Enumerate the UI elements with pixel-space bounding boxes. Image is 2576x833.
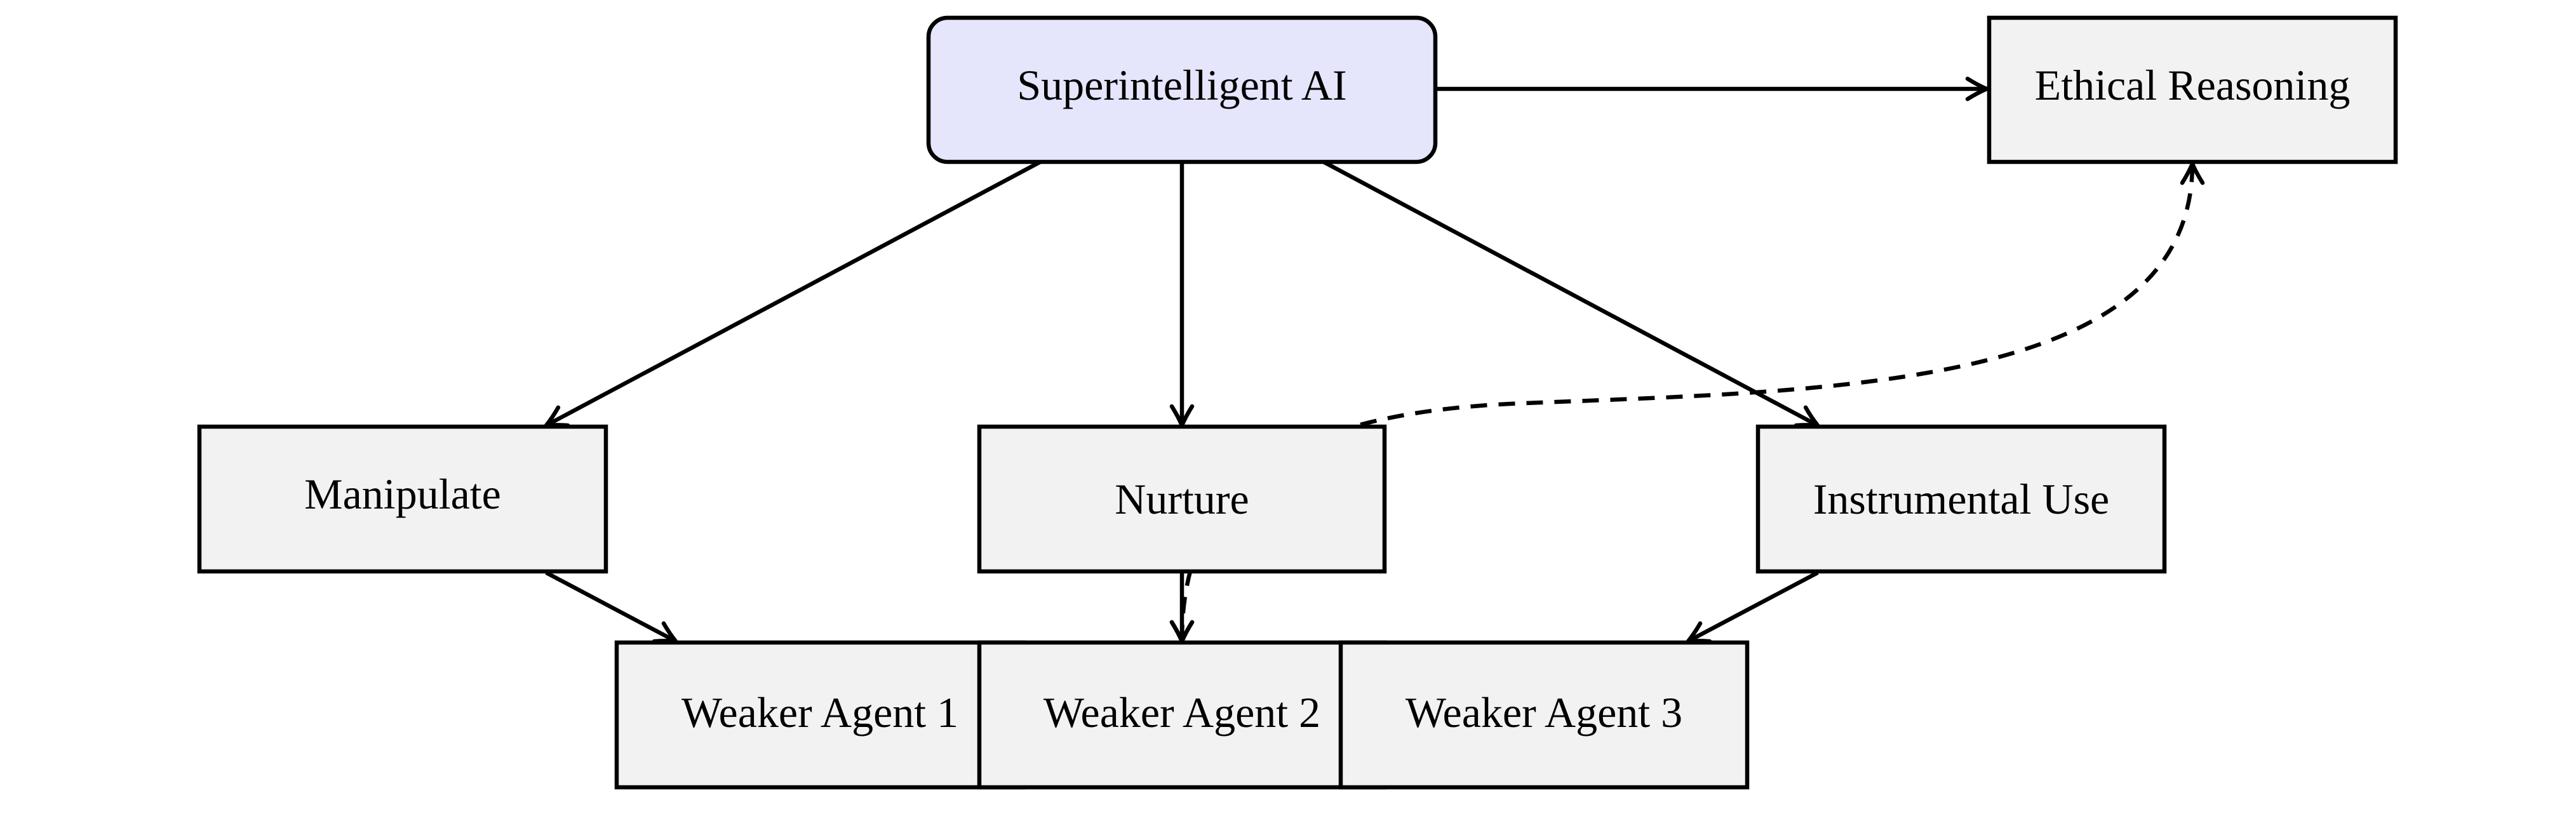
node-weaker-agent-2: Weaker Agent 2 (977, 640, 1387, 790)
node-nurture: Nurture (977, 424, 1387, 574)
node-weaker-agent-3: Weaker Agent 3 (1338, 640, 1750, 790)
node-box (977, 640, 1387, 790)
node-label: Manipulate (304, 470, 501, 518)
node-box (1338, 640, 1750, 790)
node-box (1987, 15, 2398, 164)
node-ethical-reasoning: Ethical Reasoning (1987, 15, 2398, 164)
node-box (614, 640, 1026, 790)
node-label: Ethical Reasoning (2035, 61, 2351, 109)
node-box (1755, 424, 2167, 574)
node-box (926, 15, 1438, 164)
node-box (197, 424, 608, 574)
node-label: Weaker Agent 2 (1043, 688, 1320, 736)
edge-instrumental-use-to-weaker-agent-3 (1686, 571, 1819, 644)
node-box (977, 424, 1387, 574)
node-label: Weaker Agent 1 (681, 688, 958, 736)
node-manipulate: Manipulate (197, 424, 608, 574)
edge-manipulate-to-weaker-agent-1 (545, 571, 678, 644)
node-label: Instrumental Use (1813, 475, 2109, 523)
edge-ai-to-instrumental-use (1322, 160, 1820, 428)
node-weaker-agent-1: Weaker Agent 1 (614, 640, 1026, 790)
node-label: Nurture (1115, 475, 1249, 523)
node-label: Superintelligent AI (1017, 61, 1346, 109)
node-superintelligent-ai: Superintelligent AI (926, 15, 1438, 164)
node-label: Weaker Agent 3 (1405, 688, 1682, 736)
node-instrumental-use: Instrumental Use (1755, 424, 2167, 574)
edge-ai-to-manipulate (544, 160, 1042, 428)
